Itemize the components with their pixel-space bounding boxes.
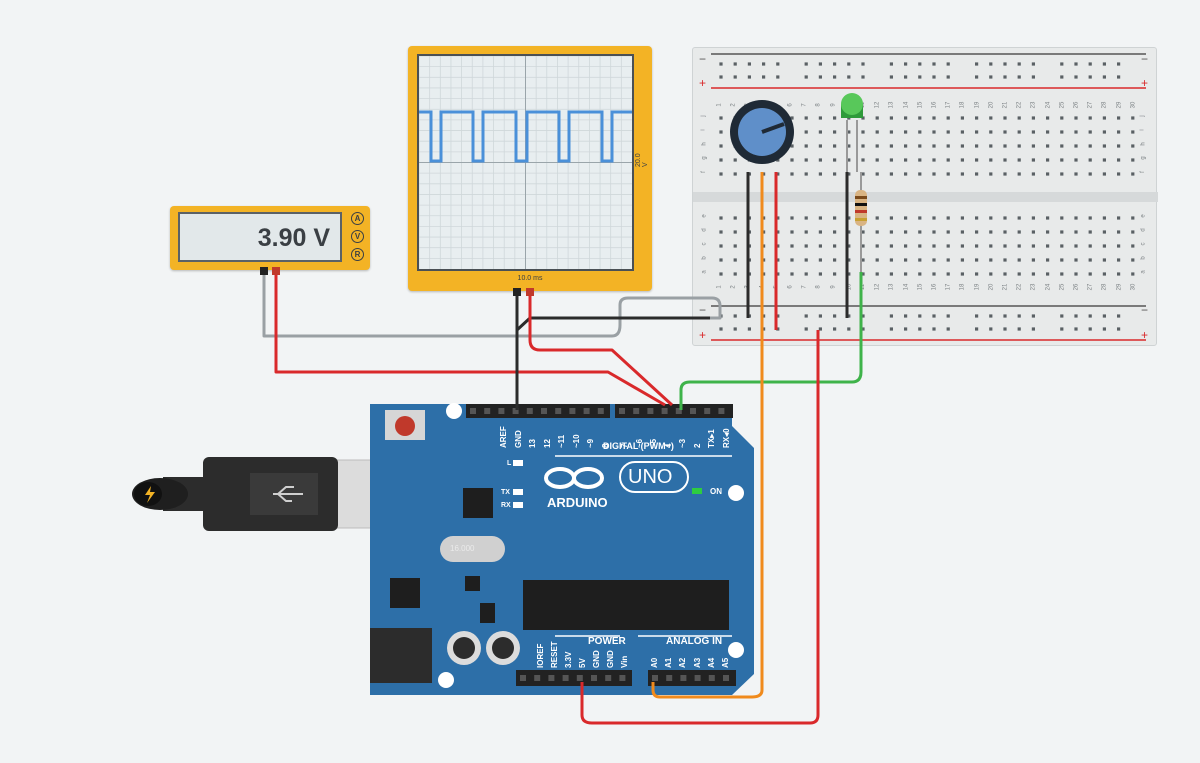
rail-plus-top: + [699, 76, 707, 90]
arduino-brand: ARDUINO [547, 495, 608, 510]
wire-multimeter-gray[interactable] [262, 272, 722, 338]
rail-minus-top: − [699, 52, 707, 66]
mode-ohmmeter-button[interactable]: R [351, 248, 364, 261]
wire-5v-red[interactable] [580, 330, 820, 725]
oscilloscope-trace [419, 110, 632, 163]
lightning-icon [145, 486, 155, 503]
rail-plus-bottom: + [699, 328, 707, 342]
breadboard-holes [693, 53, 1158, 341]
crystal-label: 16.000 [450, 544, 475, 553]
mode-ammeter-button[interactable]: A [351, 212, 364, 225]
digital-header-label: DIGITAL (PWM~) [603, 441, 674, 451]
rail-minus-bottom: − [699, 303, 707, 317]
power-header-label: POWER [588, 636, 626, 647]
multimeter[interactable]: 3.90 V A V R [170, 206, 370, 270]
mode-voltmeter-button[interactable]: V [351, 230, 364, 243]
potentiometer[interactable] [730, 100, 794, 164]
oscilloscope-screen [417, 54, 634, 271]
arduino-model: UNO [628, 466, 673, 488]
rail-plus-bottom-right: + [1140, 328, 1148, 342]
power-led-label: ON [710, 487, 722, 496]
analog-header-label: ANALOG IN [666, 636, 723, 647]
arduino-uno-board[interactable]: ARDUINO UNO ON DIGITAL (PWM~) L TX RX PO… [370, 398, 754, 695]
multimeter-display: 3.90 V [178, 212, 342, 262]
oscilloscope[interactable]: 10.0 ms 20.0 V [408, 46, 652, 291]
wire-scope-red[interactable] [528, 292, 674, 407]
wire-pot-orange[interactable] [651, 172, 764, 699]
wire-led-green[interactable] [679, 272, 863, 410]
led-green[interactable] [841, 93, 863, 172]
led-label-rx: RX [501, 502, 511, 509]
led-label-tx: TX [501, 489, 510, 496]
led-label-l: L [507, 460, 512, 467]
rail-minus-bottom-right: − [1140, 303, 1148, 317]
probe-connectors [260, 267, 534, 296]
multimeter-reading: 3.90 V [257, 224, 330, 252]
arduino-board-graphic [370, 403, 754, 695]
rail-plus-top-right: + [1140, 76, 1148, 90]
rail-minus-top-right: − [1140, 52, 1148, 66]
oscilloscope-grid [418, 55, 632, 269]
wire-scope-gnd-black[interactable] [515, 316, 710, 332]
oscilloscope-time-scale: 10.0 ms [517, 275, 543, 282]
resistor[interactable] [855, 172, 867, 272]
wire-multimeter-red[interactable] [274, 272, 666, 407]
